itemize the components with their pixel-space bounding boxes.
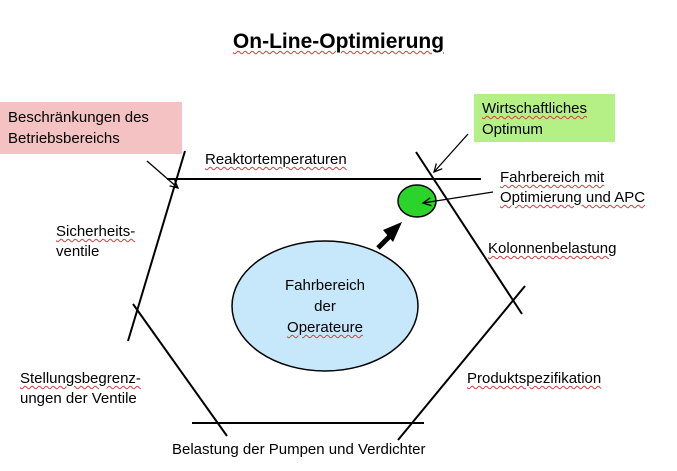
operator-range-ellipse <box>231 240 419 372</box>
label-apc-range: Fahrbereich mit Optimierung und APC <box>500 169 646 206</box>
optimum-point <box>397 184 437 218</box>
constraints-line-1: Beschränkungen des <box>8 109 149 126</box>
arrow-constraints-to-hexagon <box>146 160 178 188</box>
optimum-line-1: Wirtschaftliches <box>482 100 588 117</box>
bold-arrow-head <box>383 222 402 242</box>
optimum-line-2: Optimum <box>482 121 543 138</box>
constraints-line-2: Betriebsbereichs <box>8 130 120 147</box>
page-title: On-Line-Optimierung <box>0 30 677 54</box>
optimum-box: Wirtschaftliches Optimum <box>474 94 615 142</box>
label-pump-load: Belastung der Pumpen und Verdichter <box>172 441 426 458</box>
label-column-load: Kolonnenbelastung <box>488 240 617 257</box>
constraint-line-upper-right <box>415 151 523 315</box>
constraint-line-lower-right <box>397 285 526 441</box>
label-product-spec: Produktspezifikation <box>467 370 602 387</box>
arrow-optimum-label-to-point <box>434 133 469 172</box>
constraint-line-upper-left <box>127 150 186 342</box>
label-valve-limits: Stellungsbegrenz- ungen der Ventile <box>20 370 141 407</box>
operator-range-label: Fahrbereich der Operateure <box>284 277 366 336</box>
label-reactor-temperatures: Reaktortemperaturen <box>205 151 347 168</box>
constraints-box: Beschränkungen des Betriebsbereichs <box>0 102 182 154</box>
arrow-apc-label-to-point <box>423 191 494 203</box>
label-safety-valves: Sicherheits- ventile <box>56 223 136 260</box>
title-text: On-Line-Optimierung <box>232 30 445 53</box>
constraint-line-lower-left <box>132 303 228 437</box>
